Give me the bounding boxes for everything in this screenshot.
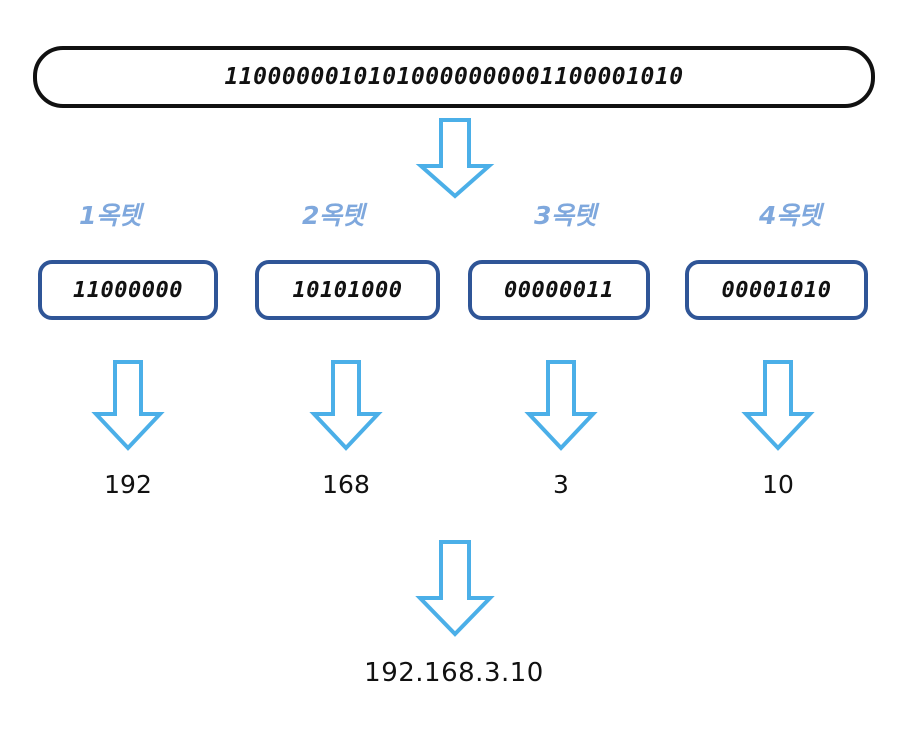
- full-binary-text: 11000000101010000000001100001010: [224, 64, 684, 90]
- arrow-down-icon-octet-4: [738, 358, 818, 452]
- decimal-value-4: 10: [762, 470, 794, 499]
- decimal-value-1: 192: [104, 470, 152, 499]
- octet-box-4: 00001010: [685, 260, 868, 320]
- arrow-down-icon-octet-3: [521, 358, 601, 452]
- octet-bits-3: 00000011: [504, 277, 614, 303]
- arrow-down-icon-join: [411, 538, 499, 638]
- octet-bits-2: 10101000: [292, 277, 403, 303]
- arrow-down-icon-split: [405, 116, 505, 200]
- decimal-value-3: 3: [553, 470, 569, 499]
- octet-label-1: 1옥텟: [79, 201, 141, 230]
- octet-box-2: 10101000: [255, 260, 440, 320]
- arrow-down-icon-octet-2: [306, 358, 386, 452]
- octet-bits-4: 00001010: [721, 277, 832, 303]
- arrow-down-icon-octet-1: [88, 358, 168, 452]
- octet-box-1: 11000000: [38, 260, 218, 320]
- full-binary-box: 11000000101010000000001100001010: [33, 46, 875, 108]
- octet-label-2: 2옥텟: [302, 201, 364, 230]
- octet-box-3: 00000011: [468, 260, 650, 320]
- decimal-value-2: 168: [322, 470, 370, 499]
- octet-bits-1: 11000000: [73, 277, 183, 303]
- octet-label-4: 4옥텟: [759, 201, 821, 230]
- octet-label-3: 3옥텟: [534, 201, 596, 230]
- final-ip-address: 192.168.3.10: [364, 658, 544, 688]
